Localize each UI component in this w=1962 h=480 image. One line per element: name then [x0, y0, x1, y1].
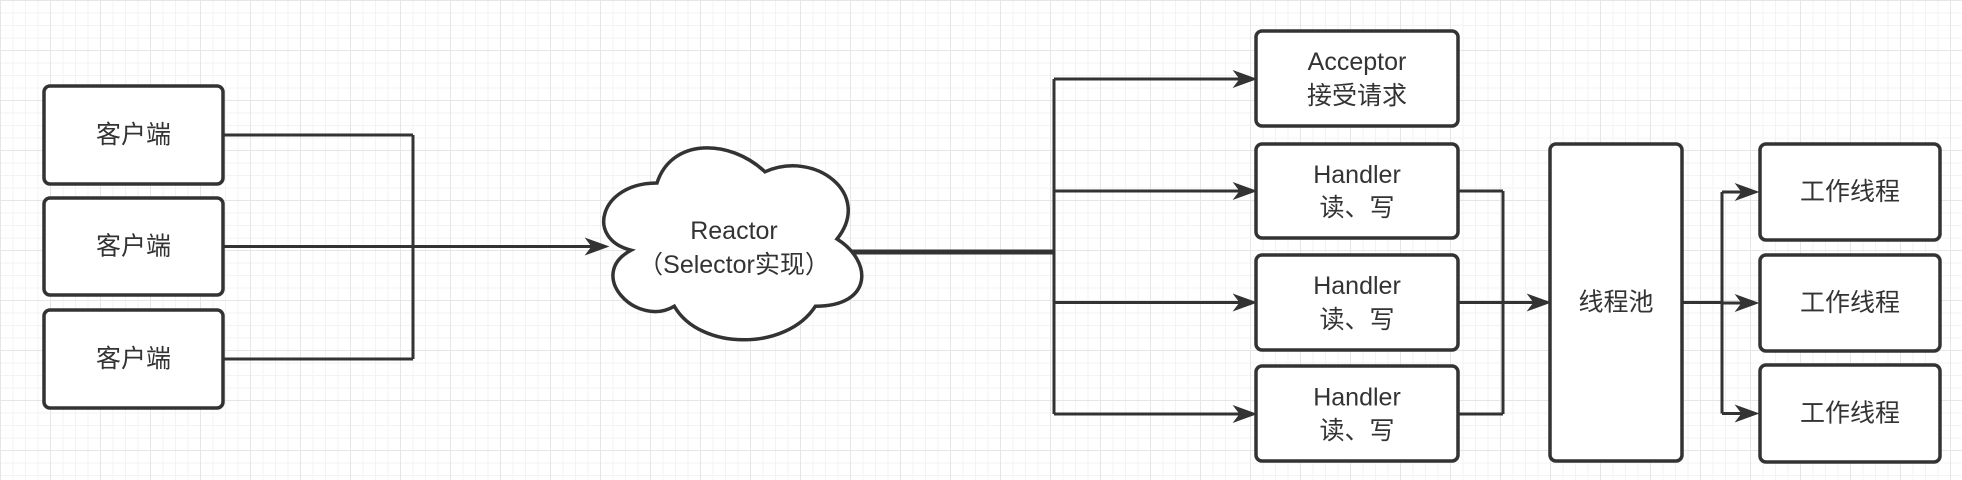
reactor-cloud-shape: [602, 146, 864, 342]
acceptor-node: Acceptor 接受请求: [1254, 29, 1460, 128]
worker-label: 工作线程: [1800, 400, 1900, 428]
handler-1-arrowhead: [1232, 181, 1258, 201]
handler-node-1: Handler 读、写: [1254, 142, 1460, 240]
client-label: 客户端: [96, 233, 171, 261]
handler-2-arrowhead: [1232, 293, 1258, 312]
thread-pool-label: 线程池: [1578, 289, 1653, 317]
reactor-arrowhead: [584, 237, 610, 256]
reactor-node: Reactor （Selector实现）: [602, 146, 864, 342]
handler-label-desc: 读、写: [1319, 194, 1394, 222]
client-label: 客户端: [96, 121, 171, 149]
client-node-2: 客户端: [42, 196, 225, 297]
acceptor-box: [1254, 29, 1460, 128]
handler-label-title: Handler: [1313, 384, 1401, 412]
client-box: [42, 196, 225, 297]
client-box: [42, 84, 225, 186]
thread-pool-box: [1548, 142, 1684, 463]
thread-pool-arrowhead: [1526, 293, 1552, 312]
reactor-label-subtitle: （Selector实现）: [638, 251, 830, 279]
worker-node-2: 工作线程: [1758, 253, 1942, 353]
worker-box: [1758, 142, 1942, 242]
worker-node-1: 工作线程: [1758, 142, 1942, 242]
acceptor-arrowhead: [1232, 69, 1258, 89]
handler-node-2: Handler 读、写: [1254, 253, 1460, 352]
acceptor-label-title: Acceptor: [1308, 48, 1407, 76]
handler-label-title: Handler: [1313, 161, 1401, 189]
worker-box: [1758, 253, 1942, 353]
handler-box: [1254, 253, 1460, 352]
worker-2-arrowhead: [1734, 293, 1760, 313]
client-node-3: 客户端: [42, 308, 225, 410]
client-node-1: 客户端: [42, 84, 225, 186]
handler-label-desc: 读、写: [1319, 306, 1394, 334]
worker-3-arrowhead: [1734, 404, 1760, 423]
worker-label: 工作线程: [1800, 178, 1900, 206]
client-label: 客户端: [96, 345, 171, 373]
handler-node-3: Handler 读、写: [1254, 364, 1460, 463]
thread-pool-node: 线程池: [1548, 142, 1684, 463]
handler-label-desc: 读、写: [1319, 417, 1394, 445]
handler-label-title: Handler: [1313, 272, 1401, 300]
handler-box: [1254, 142, 1460, 240]
worker-1-arrowhead: [1734, 182, 1760, 202]
acceptor-label-desc: 接受请求: [1307, 82, 1407, 110]
handler-box: [1254, 364, 1460, 463]
worker-box: [1758, 363, 1942, 464]
client-box: [42, 308, 225, 410]
worker-node-3: 工作线程: [1758, 363, 1942, 464]
worker-label: 工作线程: [1800, 289, 1900, 317]
reactor-label-title: Reactor: [690, 217, 778, 245]
handler-3-arrowhead: [1232, 404, 1258, 424]
